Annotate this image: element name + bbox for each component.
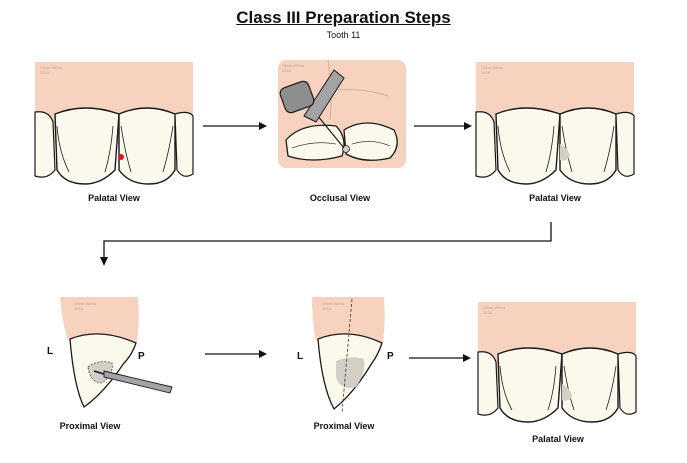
gingiva: [60, 297, 139, 345]
step3-palatal-view-illustration: Oliver Weiss 2018: [475, 62, 635, 185]
watermark-name: Oliver Weiss: [483, 305, 505, 310]
label-palatal-step4: P: [138, 351, 145, 362]
watermark-year: 2018: [322, 306, 332, 311]
watermark-year: 2018: [74, 306, 84, 311]
page-title: Class III Preparation Steps: [236, 8, 451, 27]
watermark-name: Oliver Weiss: [40, 65, 62, 70]
watermark-name: Oliver Weiss: [74, 301, 96, 306]
prepared-cavity: [336, 357, 365, 388]
label-lingual-step5: L: [297, 351, 304, 362]
caption-step3: Palatal View: [529, 193, 581, 203]
page-subtitle: Tooth 11: [326, 30, 361, 40]
handpiece-instrument: [279, 69, 345, 149]
step6-palatal-view-illustration: Oliver Weiss 2018: [477, 302, 637, 423]
caption-step1: Palatal View: [88, 193, 140, 203]
watermark-name: Oliver Weiss: [322, 301, 344, 306]
watermark-year: 2018: [40, 70, 50, 75]
tooth-central-right: [559, 107, 617, 185]
lesion-dot: [118, 154, 124, 160]
caption-step6: Palatal View: [532, 434, 584, 444]
tooth-left-edge: [34, 111, 56, 178]
watermark-year: 2018: [481, 70, 491, 75]
long-axis-line: [341, 298, 353, 414]
tooth-central-right: [561, 347, 619, 423]
label-lingual-step4: L: [47, 346, 54, 357]
prepared-cavity: [560, 144, 570, 161]
step1-palatal-view-illustration: Oliver Weiss 2018: [34, 62, 194, 185]
watermark-year: 2018: [483, 310, 493, 315]
tooth-central-left: [495, 107, 561, 185]
caption-step2: Occlusal View: [309, 193, 371, 203]
arrow-step1-to-step2: [203, 122, 267, 130]
watermark-year: 2018: [282, 68, 292, 73]
tooth-central-left: [54, 107, 120, 185]
connector-arrow-row1-to-row2: [100, 222, 552, 266]
prepared-cavity: [562, 384, 572, 401]
tooth-central-right: [118, 107, 176, 185]
arrow-step4-to-step5: [205, 350, 267, 358]
arrow-step2-to-step3: [414, 122, 472, 130]
watermark-name: Oliver Weiss: [481, 65, 503, 70]
arrow-step5-to-step6: [409, 354, 471, 362]
cavity-access-point: [342, 145, 350, 153]
label-palatal-step5: P: [387, 351, 394, 362]
tooth-right-edge: [174, 111, 194, 177]
caption-step4: Proximal View: [59, 421, 121, 431]
gingiva: [312, 297, 385, 345]
step4-proximal-view-illustration: Oliver Weiss 2018: [60, 297, 173, 408]
tooth-central-left: [497, 347, 563, 423]
step5-proximal-view-illustration: Oliver Weiss 2018: [312, 297, 385, 414]
step2-occlusal-view-illustration: Oliver Weiss 2018: [278, 59, 406, 168]
watermark-name: Oliver Weiss: [282, 63, 304, 68]
hand-instrument: [93, 370, 173, 394]
caption-step5: Proximal View: [313, 421, 375, 431]
